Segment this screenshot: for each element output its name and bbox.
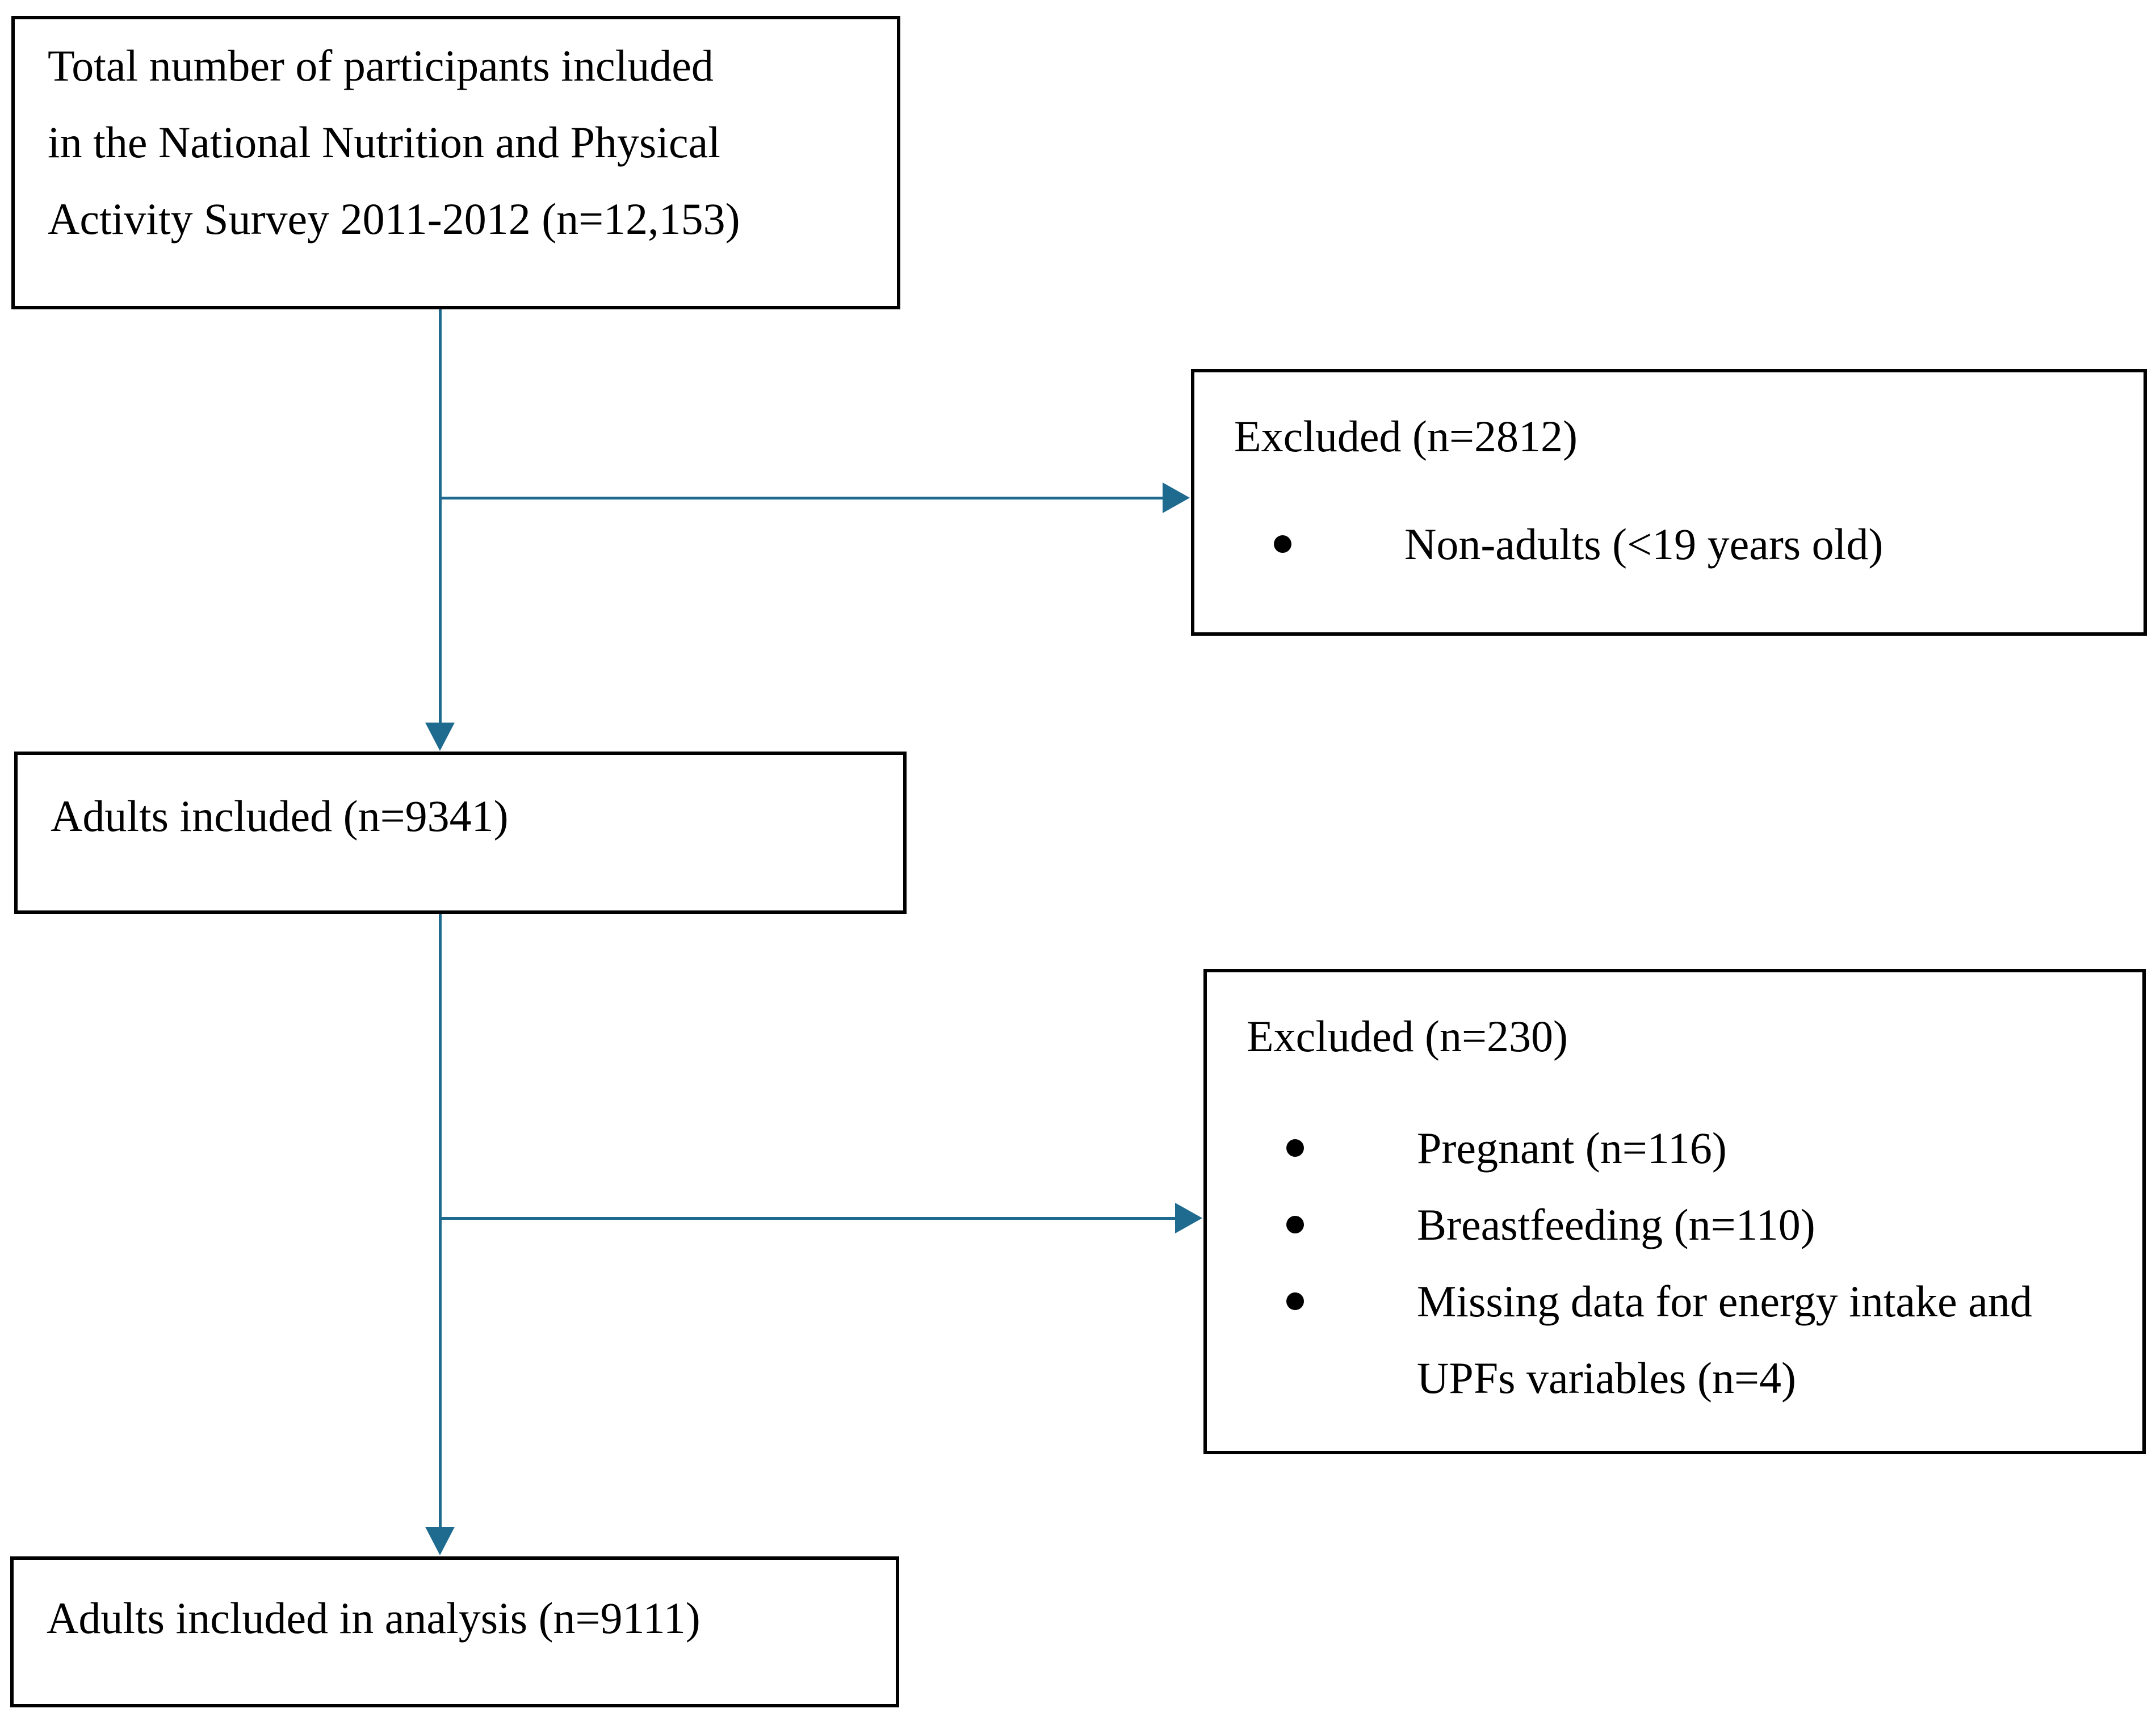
bullet-icon xyxy=(1286,1216,1304,1233)
box-total-participants: Total number of participants included in… xyxy=(11,16,900,309)
list-item-text: Pregnant (n=116) xyxy=(1417,1123,1727,1173)
arrowhead-down-icon xyxy=(425,1527,455,1555)
list-item: Pregnant (n=116) xyxy=(1247,1110,2125,1186)
box-total-line-3: Activity Survey 2011-2012 (n=12,153) xyxy=(48,194,740,244)
excluded-children-list: Non-adults (<19 years old) xyxy=(1234,506,2126,582)
excluded-children-title: Excluded (n=2812) xyxy=(1234,412,1578,461)
box-total-line-1: Total number of participants included xyxy=(48,41,714,90)
bullet-icon xyxy=(1286,1139,1304,1157)
excluded-analysis-title: Excluded (n=230) xyxy=(1247,1011,1568,1061)
arrow-shaft xyxy=(440,1217,1175,1220)
arrowhead-down-icon xyxy=(425,723,455,751)
bullet-icon xyxy=(1274,535,1291,553)
list-item-continuation: UPFs variables (n=4) xyxy=(1247,1340,2125,1416)
box-excluded-children: Excluded (n=2812) Non-adults (<19 years … xyxy=(1191,369,2147,636)
adults-included-text: Adults included (n=9341) xyxy=(51,791,509,841)
box-adults-in-analysis: Adults included in analysis (n=9111) xyxy=(10,1556,899,1707)
arrow-shaft xyxy=(440,497,1163,499)
box-adults-included: Adults included (n=9341) xyxy=(14,752,907,914)
arrow-shaft xyxy=(439,309,442,723)
list-item-text: Breastfeeding (n=110) xyxy=(1417,1200,1815,1249)
bullet-icon xyxy=(1286,1292,1304,1310)
arrowhead-right-icon xyxy=(1175,1203,1202,1233)
list-item-text: Missing data for energy intake and xyxy=(1417,1277,2032,1326)
list-item-text: UPFs variables (n=4) xyxy=(1417,1353,1796,1403)
excluded-analysis-list: Pregnant (n=116) Breastfeeding (n=110) M… xyxy=(1247,1110,2125,1416)
list-item: Breastfeeding (n=110) xyxy=(1247,1186,2125,1263)
arrowhead-right-icon xyxy=(1163,482,1190,513)
box-excluded-analysis: Excluded (n=230) Pregnant (n=116) Breast… xyxy=(1203,969,2146,1454)
list-item: Non-adults (<19 years old) xyxy=(1234,506,2126,582)
box-total-line-2: in the National Nutrition and Physical xyxy=(48,117,720,167)
list-item-text: Non-adults (<19 years old) xyxy=(1404,519,1884,569)
list-item: Missing data for energy intake and xyxy=(1247,1263,2125,1340)
adults-in-analysis-text: Adults included in analysis (n=9111) xyxy=(47,1593,701,1643)
arrow-shaft xyxy=(439,914,442,1528)
